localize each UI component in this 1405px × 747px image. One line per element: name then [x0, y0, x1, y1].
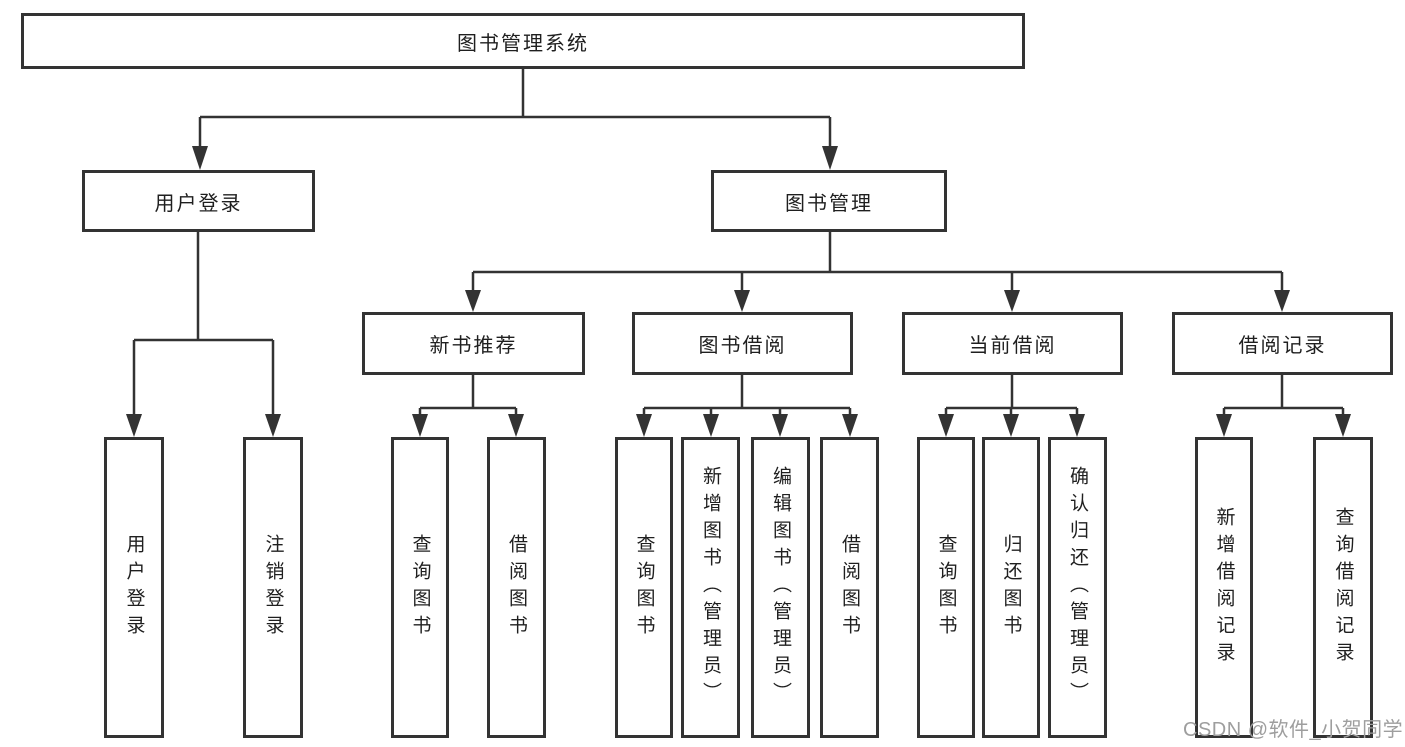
node-label: 借阅记录	[1238, 335, 1327, 357]
leaf-cb-return-book: 归还图书	[982, 437, 1040, 738]
node-book-management: 图书管理	[711, 170, 947, 232]
node-label: 新增图书（管理员）	[700, 466, 721, 709]
leaf-bb-borrow-book: 借阅图书	[820, 437, 879, 738]
node-label: 新增借阅记录	[1213, 506, 1235, 669]
node-label: 查询图书	[935, 533, 957, 642]
leaf-br-add-record: 新增借阅记录	[1195, 437, 1253, 738]
leaf-nbr-query-book: 查询图书	[391, 437, 449, 738]
node-label: 用户登录	[154, 192, 243, 215]
node-label: 当前借阅	[968, 335, 1057, 357]
node-new-book-recommend: 新书推荐	[362, 312, 585, 375]
node-label: 确认归还（管理员）	[1067, 466, 1088, 709]
node-label: 借阅图书	[839, 533, 860, 642]
node-user-login: 用户登录	[82, 170, 315, 232]
node-root-library-system: 图书管理系统	[21, 13, 1025, 69]
node-label: 查询图书	[409, 533, 431, 642]
leaf-logout-login: 注销登录	[243, 437, 303, 738]
leaf-bb-query-book: 查询图书	[615, 437, 673, 738]
leaf-bb-add-book-admin: 新增图书（管理员）	[681, 437, 740, 738]
leaf-cb-confirm-return-admin: 确认归还（管理员）	[1048, 437, 1107, 738]
node-label: 查询图书	[633, 533, 655, 642]
csdn-watermark: CSDN @软件_小贺同学	[1183, 719, 1404, 741]
node-current-borrow: 当前借阅	[902, 312, 1123, 375]
node-label: 图书借阅	[698, 335, 787, 357]
node-label: 图书管理	[785, 192, 873, 215]
node-book-borrow: 图书借阅	[632, 312, 853, 375]
node-borrow-records: 借阅记录	[1172, 312, 1393, 375]
leaf-nbr-borrow-book: 借阅图书	[487, 437, 546, 738]
node-label: 用户登录	[123, 533, 145, 642]
leaf-cb-query-book: 查询图书	[917, 437, 975, 738]
node-label: 新书推荐	[429, 335, 518, 357]
node-label: 归还图书	[1000, 533, 1022, 642]
leaf-br-query-record: 查询借阅记录	[1313, 437, 1373, 738]
node-label: 查询借阅记录	[1332, 506, 1354, 669]
leaf-bb-edit-book-admin: 编辑图书（管理员）	[751, 437, 810, 738]
node-label: 注销登录	[262, 533, 284, 642]
leaf-user-login: 用户登录	[104, 437, 164, 738]
node-label: 编辑图书（管理员）	[770, 466, 791, 709]
node-label: 借阅图书	[506, 533, 527, 642]
node-label: 图书管理系统	[457, 32, 589, 55]
